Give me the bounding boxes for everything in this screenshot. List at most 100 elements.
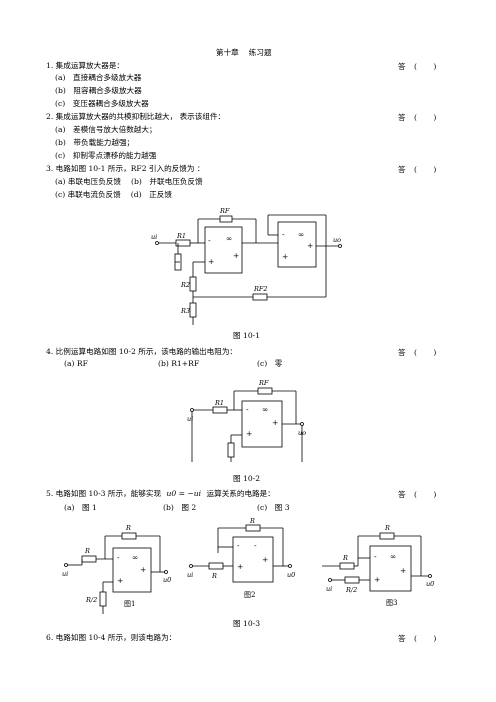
fig3-2-label-uo: u0 xyxy=(287,571,296,579)
op-amp-symbol-inf: ∞ xyxy=(298,230,305,239)
op-amp-symbol-minus: - xyxy=(282,230,285,239)
op-amp-symbol-minus: - xyxy=(117,553,120,562)
output-terminal xyxy=(428,574,432,578)
resistor-r-in xyxy=(81,555,97,563)
question-3-options-row-2: (c) 串联电流负反馈 (d) 正反馈 xyxy=(55,190,172,199)
question-4-option-c: (c) 零 xyxy=(257,359,283,368)
question-6-stem: 6. 电路如图 10-4 所示，则该电路为： xyxy=(46,633,177,642)
question-1-option-b: (b) 阻容耦合多级放大器 xyxy=(55,86,142,95)
op-amp-symbol-plus: + xyxy=(208,257,215,266)
answer-paren-open: ( xyxy=(414,490,417,499)
op-amp-symbol-plus: + xyxy=(307,241,314,250)
question-1-option-a: (a) 直接耦合多级放大器 xyxy=(55,73,142,82)
figure-10-1-circuit xyxy=(155,214,342,325)
op-amp xyxy=(232,536,274,583)
answer-paren-close: ) xyxy=(433,490,437,499)
question-3-options-row-1: (a) 串联电压负反馈 (b) 并联电压负反馈 xyxy=(55,177,203,186)
question-2-option-c: (c) 抑制零点漂移的能力越强 xyxy=(55,151,157,160)
answer-label: 答 xyxy=(398,348,406,357)
fig3-1-label-r-half: R/2 xyxy=(86,596,98,604)
resistor-r3 xyxy=(189,302,197,318)
output-terminal xyxy=(164,570,168,574)
resistor-rf xyxy=(257,387,273,395)
figure-10-3-caption: 图 10-3 xyxy=(233,619,261,628)
fig1-label-r2: R2 xyxy=(181,281,191,289)
op-amp-symbol-inf: ∞ xyxy=(226,234,233,243)
input-terminal xyxy=(190,408,194,412)
op-amp-symbol-minus: - xyxy=(246,405,249,414)
fig1-label-r3: R3 xyxy=(181,307,191,315)
question-4-option-b: (b) R1+RF xyxy=(158,359,200,368)
op-amp-symbol-inf: ∞ xyxy=(390,552,397,561)
resistor-balance xyxy=(227,442,235,458)
answer-blank-4[interactable]: 答 ( ) xyxy=(398,347,436,358)
question-5-option-b: (b) 图 2 xyxy=(163,503,197,512)
resistor-r-in xyxy=(208,562,224,570)
answer-paren-open: ( xyxy=(414,165,417,174)
fig1-label-rf1: RF xyxy=(220,207,230,215)
question-5-stem-end: 运算关系的电路是： xyxy=(206,489,275,498)
op-amp-symbol-plus: + xyxy=(117,576,124,585)
question-2-stem: 2. 集成运算放大器的共模抑制比越大， 表示该组件： xyxy=(46,112,226,121)
resistor-r-feedback xyxy=(121,532,137,540)
resistor-r-half xyxy=(344,576,360,584)
fig3-1-label-ui: ui xyxy=(62,570,69,578)
op-amp-symbol-plus: + xyxy=(262,555,269,564)
fig2-label-ui: ui xyxy=(187,415,194,423)
op-amp-symbol-plus: + xyxy=(246,429,253,438)
figure-10-1-caption: 图 10-1 xyxy=(233,331,261,340)
fig3-3-label-uo: u0 xyxy=(426,580,435,588)
answer-blank-1[interactable]: 答 ( ) xyxy=(398,61,436,72)
question-5-stem-start: 5. 电路如图 10-3 所示，能够实现 xyxy=(46,489,162,498)
answer-blank-2[interactable]: 答 ( ) xyxy=(398,112,436,123)
resistor-r-feedback xyxy=(379,532,395,540)
answer-paren-open: ( xyxy=(414,113,417,122)
fig2-label-rf: RF xyxy=(259,379,269,387)
op-amp-2 xyxy=(277,221,317,268)
resistor-r2 xyxy=(189,276,197,292)
op-amp-1 xyxy=(204,226,243,274)
question-3-stem: 3. 电路如图 10-1 所示，RF2 引入的反馈为 ： xyxy=(46,164,205,173)
figure-10-3-circuit-2 xyxy=(189,524,292,583)
answer-blank-5[interactable]: 答 ( ) xyxy=(398,489,436,500)
op-amp xyxy=(112,547,152,593)
figure-10-3-circuit-1 xyxy=(64,532,168,614)
fig3-subcaption-3: 图3 xyxy=(386,599,398,607)
fig2-label-uo: uo xyxy=(298,429,307,437)
fig3-2-label-ui: ui xyxy=(187,571,194,579)
answer-blank-3[interactable]: 答 ( ) xyxy=(398,164,436,175)
input-terminal xyxy=(64,563,68,567)
answer-label: 答 xyxy=(398,113,406,122)
op-amp-symbol-minus: - xyxy=(254,541,257,550)
fig3-1-label-r-feedback: R xyxy=(126,524,131,532)
resistor-rf2 xyxy=(252,293,268,301)
fig3-subcaption-2: 图2 xyxy=(244,591,256,599)
question-4-stem: 4. 比例运算电路如图 10-2 所示，该电路的输出电阻为： xyxy=(46,347,238,356)
question-5-option-a: (a) 图 1 xyxy=(64,503,97,512)
question-5-option-c: (c) 图 3 xyxy=(257,503,290,512)
op-amp-symbol-inf: ∞ xyxy=(132,553,139,562)
question-4-option-a: (a) RF xyxy=(64,359,88,368)
op-amp-symbol-minus: - xyxy=(208,236,211,245)
question-5-stem: 5. 电路如图 10-3 所示，能够实现 u0 = −ui 运算关系的电路是： xyxy=(46,489,275,499)
answer-paren-open: ( xyxy=(414,348,417,357)
input-terminal xyxy=(328,578,332,582)
op-amp-symbol-minus: - xyxy=(237,541,240,550)
fig3-3-label-ui: ui xyxy=(326,585,333,593)
op-amp-symbol-plus: + xyxy=(237,562,244,571)
op-amp-symbol-plus: + xyxy=(400,566,407,575)
fig3-1-label-r-in: R xyxy=(85,547,90,555)
op-amp-symbol-plus: + xyxy=(282,252,289,261)
op-amp xyxy=(369,545,412,592)
fig3-3-label-r-half: R/2 xyxy=(346,586,358,594)
answer-label: 答 xyxy=(398,62,406,71)
answer-paren-open: ( xyxy=(414,634,417,643)
answer-paren-close: ) xyxy=(433,634,437,643)
page-title: 第十章 练习题 xyxy=(216,48,272,57)
answer-label: 答 xyxy=(398,490,406,499)
output-terminal xyxy=(288,564,292,568)
figure-10-2-circuit xyxy=(190,387,304,462)
answer-blank-6[interactable]: 答 ( ) xyxy=(398,633,436,644)
op-amp-symbol-plus: + xyxy=(140,565,147,574)
fig3-3-label-r-feedback: R xyxy=(385,524,390,532)
